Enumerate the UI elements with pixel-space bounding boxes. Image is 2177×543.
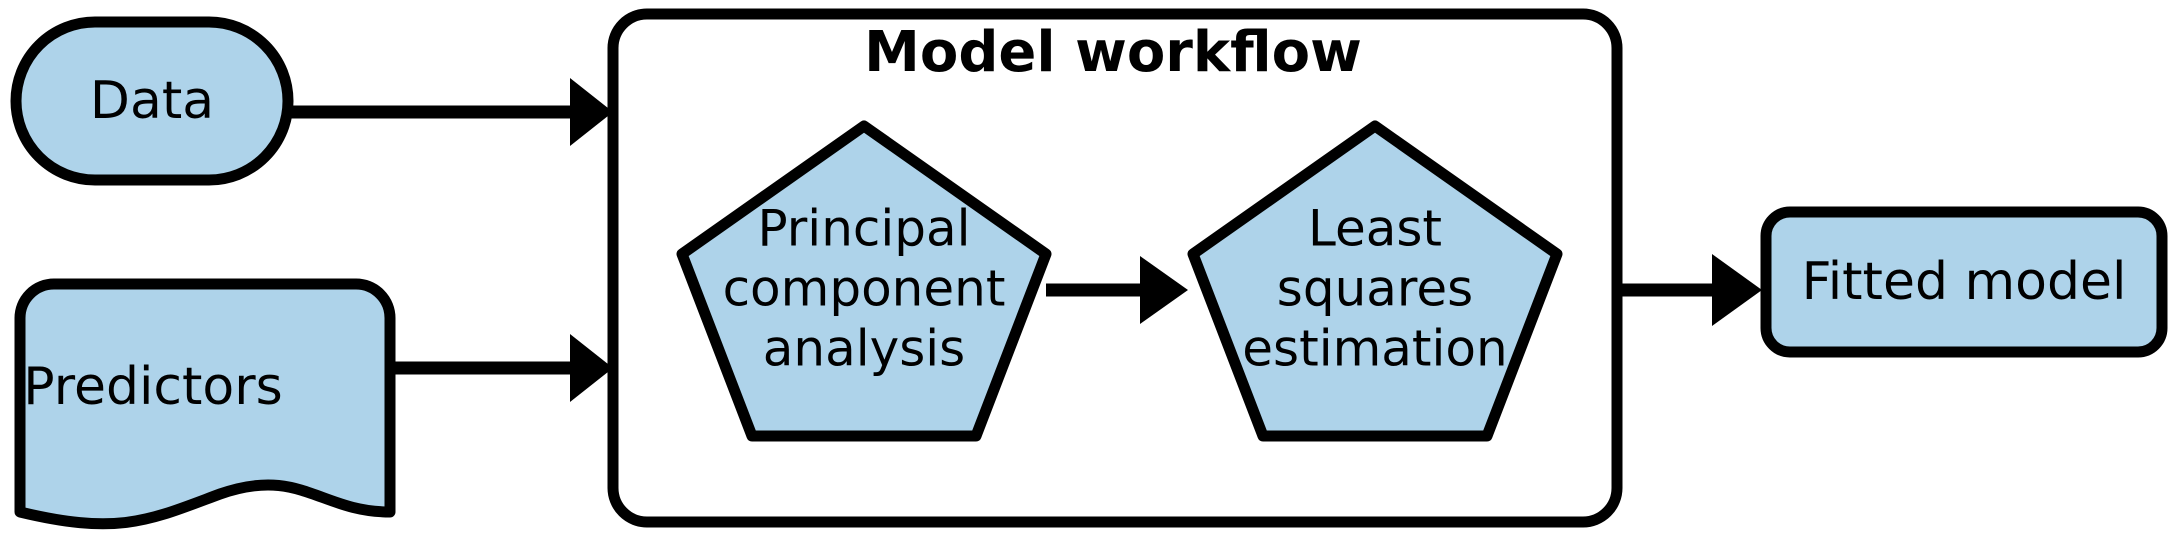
node-predictors-label: Predictors	[23, 357, 282, 417]
node-pca-label-line2: component	[723, 260, 1006, 318]
node-lse-shape	[1187, 120, 1563, 442]
node-data-label: Data	[90, 71, 214, 131]
node-fitted-model-shape	[1760, 206, 2168, 358]
node-lse[interactable]: Least squares estimation	[1187, 120, 1563, 442]
model-workflow-title: Model workflow	[864, 20, 1362, 85]
arrowhead-icon	[570, 334, 613, 402]
node-fitted-model-label: Fitted model	[1802, 252, 2127, 312]
node-pca-label-line3: analysis	[763, 320, 965, 378]
edge-data-to-workflow	[288, 78, 613, 146]
node-lse-label-line1: Least	[1308, 200, 1442, 258]
node-pca-label-line1: Principal	[757, 200, 970, 258]
node-pca[interactable]: Principal component analysis	[676, 120, 1052, 442]
arrowhead-icon	[570, 78, 613, 146]
edge-workflow-to-fitted-model	[1617, 254, 1762, 326]
node-data-shape	[10, 16, 294, 186]
arrowhead-icon	[1712, 254, 1762, 326]
node-pca-shape	[676, 120, 1052, 442]
node-data[interactable]: Data	[10, 16, 294, 186]
node-predictors[interactable]: Predictors	[14, 278, 396, 530]
node-lse-label-line3: estimation	[1242, 320, 1507, 378]
node-predictors-shape	[14, 278, 396, 530]
edge-pca-to-lse	[1046, 256, 1188, 324]
arrowhead-icon	[1140, 256, 1188, 324]
node-fitted-model[interactable]: Fitted model	[1760, 206, 2168, 358]
node-lse-label-line2: squares	[1277, 260, 1473, 318]
